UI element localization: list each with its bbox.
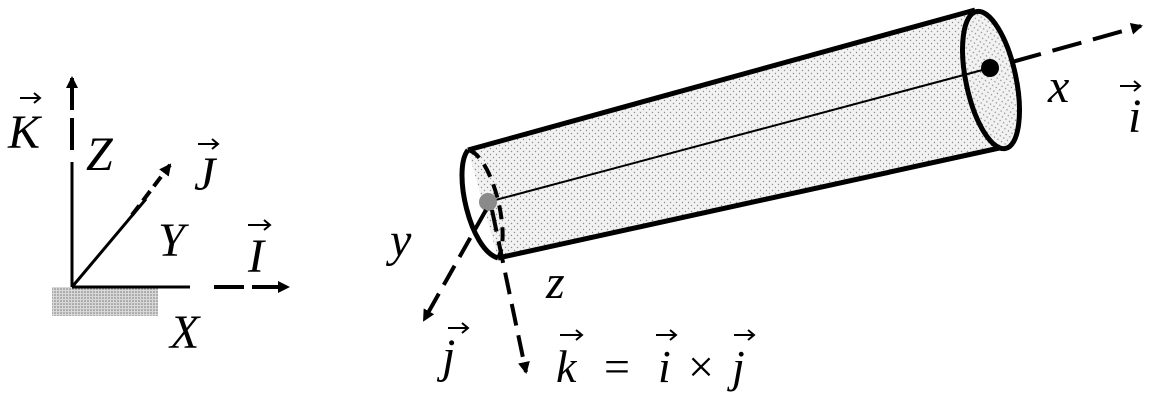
near-center-point (479, 193, 497, 211)
global-x-label: X (168, 306, 201, 359)
far-center-point (981, 59, 999, 77)
body-x-axis (1011, 22, 1143, 64)
cross-product-equation: k = i × j (556, 329, 756, 392)
unit-vector-J-label: J (194, 148, 218, 201)
cylinder (468, 10, 1004, 258)
unit-vector-K-label: K (7, 106, 43, 159)
body-z-axis (490, 209, 530, 374)
equation-k: k (556, 341, 578, 392)
equation-i: i (658, 341, 671, 392)
vector-arrow-icon (1120, 80, 1142, 92)
vector-arrow-icon (656, 329, 678, 341)
equation-times: × (688, 341, 714, 392)
body-x-label: x (1047, 60, 1069, 113)
global-z-label: Z (86, 128, 114, 181)
unit-vector-i-label: i (1128, 90, 1141, 143)
vector-arrow-icon (20, 92, 42, 104)
vector-arrow-icon (560, 329, 584, 341)
unit-vector-I-label: I (247, 230, 266, 283)
vector-arrow-icon (448, 322, 470, 334)
body-y-label: y (385, 214, 412, 267)
vector-arrow-icon (734, 329, 756, 341)
global-y-label: Y (158, 214, 189, 267)
body-frame: x i y z j k = i × j (385, 7, 1143, 392)
unit-vector-J-arrow (130, 163, 172, 217)
cylinder-near-cap (459, 148, 500, 261)
equation-equals: = (604, 341, 630, 392)
vector-arrow-icon (248, 219, 272, 231)
body-z-label: z (545, 256, 565, 309)
cylinder-centerline (487, 67, 991, 203)
equation-j: j (727, 341, 745, 392)
global-frame: Z Y X K J I (7, 76, 290, 359)
unit-vector-j-label: j (436, 330, 455, 383)
vector-arrow-icon (198, 138, 220, 150)
cylinder-end-cap (960, 8, 1022, 152)
body-y-axis (422, 209, 488, 322)
ground-support (52, 287, 158, 316)
